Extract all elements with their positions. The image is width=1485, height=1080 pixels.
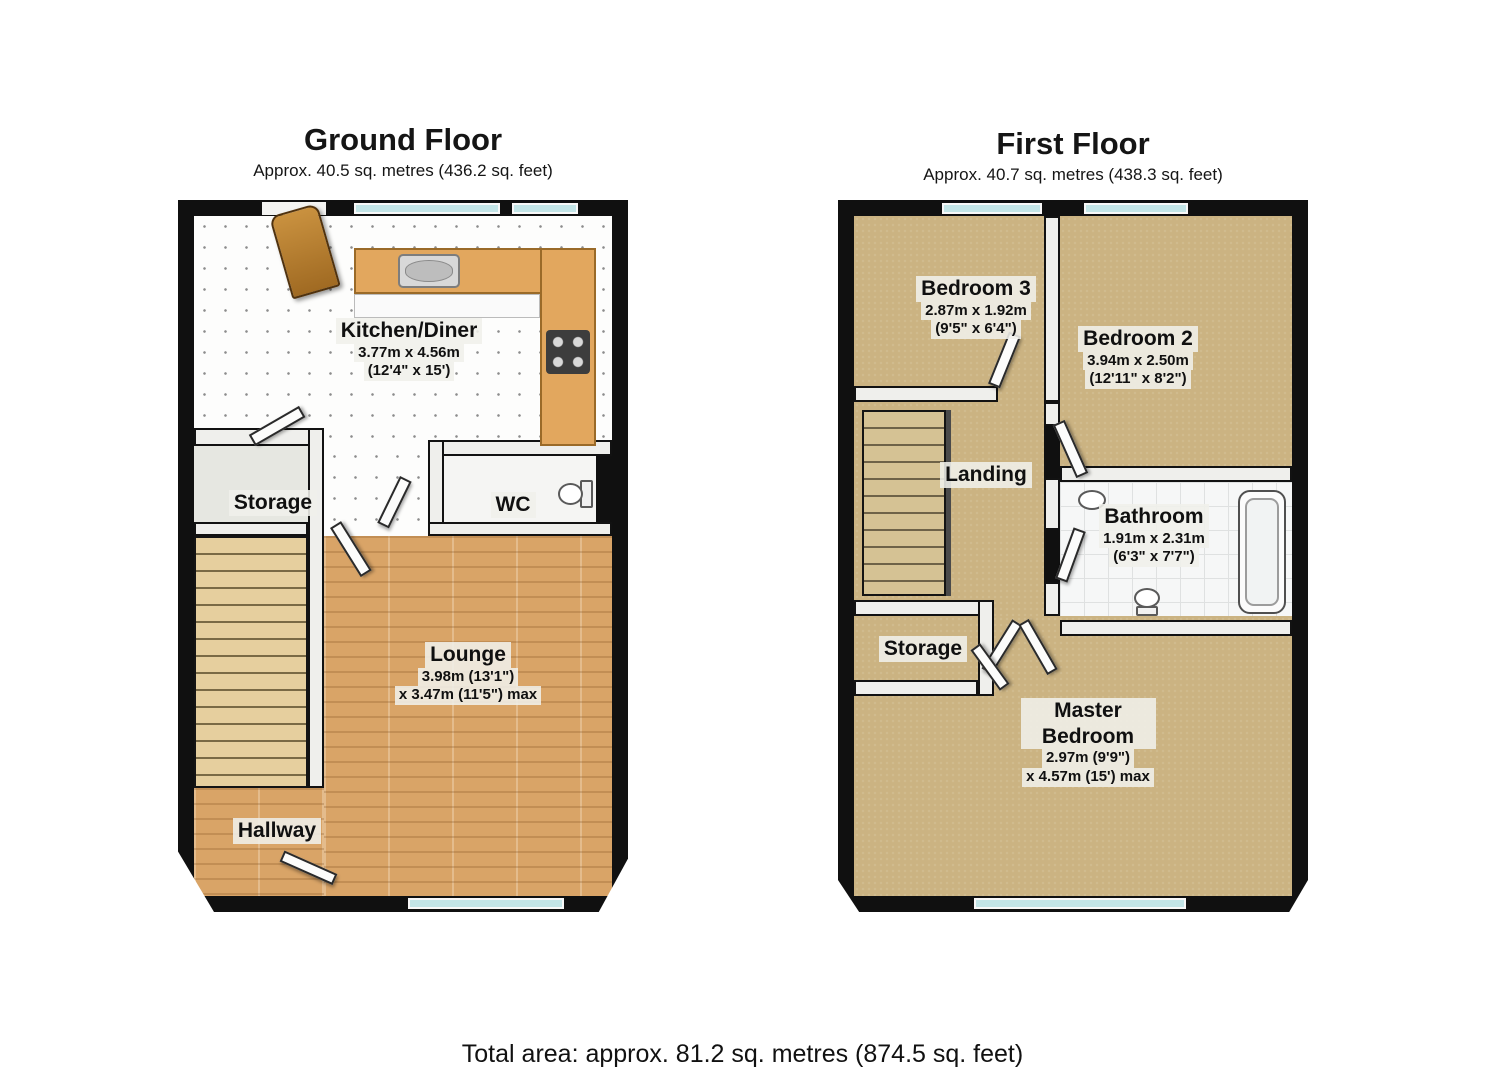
basin-symbol [1078,490,1106,510]
stairs-ground [194,536,308,788]
landing-label: Landing [916,462,1056,488]
bedroom-3-window [942,203,1042,214]
kitchen-cabinets [354,294,540,318]
bathtub-symbol [1238,490,1286,614]
interior-wall [854,386,998,402]
bathroom-name: Bathroom [1099,504,1209,530]
bedroom-3-name: Bedroom 3 [916,276,1036,302]
bedroom-2-window [1084,203,1188,214]
first-floor-subtitle: Approx. 40.7 sq. metres (438.3 sq. feet) [923,165,1223,184]
lounge-window [408,898,564,909]
master-bedroom-label: Master Bedroom 2.97m (9'9") x 4.57m (15'… [978,698,1198,787]
interior-wall [1044,478,1060,530]
kitchen-window [354,203,500,214]
interior-wall [1060,620,1292,636]
toilet-symbol-first [1134,588,1160,608]
master-bedroom-window [974,898,1186,909]
bathtub-inner [1245,498,1279,606]
lounge-name: Lounge [425,642,511,668]
bathroom-label: Bathroom 1.91m x 2.31m (6'3" x 7'7") [1064,504,1244,568]
storage-ground-label: Storage [208,490,338,516]
kitchen-window-right [512,203,578,214]
landing-name: Landing [940,462,1032,488]
lounge-dims-imperial: x 3.47m (11'5") max [394,686,542,706]
toilet-symbol [558,483,583,505]
toilet-cistern-symbol-first [1136,606,1158,616]
interior-wall [854,600,994,616]
stairs-first [862,410,946,596]
hallway-label: Hallway [212,818,342,844]
interior-wall [1060,466,1292,482]
wc-label: WC [468,492,558,518]
interior-wall [1044,582,1060,616]
sink-basin [405,260,453,282]
bedroom-3-dims-imperial: (9'5" x 6'4") [931,320,1021,340]
hallway-name: Hallway [232,818,322,844]
interior-wall [1044,216,1060,402]
stair-rail [946,410,951,596]
bathroom-dims-imperial: (6'3" x 7'7") [1109,548,1199,568]
kitchen-diner-dims-imperial: (12'4" x 15') [363,362,455,382]
ground-floor-plan: Kitchen/Diner 3.77m x 4.56m (12'4" x 15'… [178,200,628,912]
first-floor-title: First Floor [996,126,1150,161]
lounge-dims-metric: 3.98m (13'1") [417,667,519,687]
kitchen-passage-floor [324,446,428,536]
total-area-text: Total area: approx. 81.2 sq. metres (874… [461,1040,1024,1068]
kitchen-diner-label: Kitchen/Diner 3.77m x 4.56m (12'4" x 15'… [294,318,524,382]
bedroom-2-dims-metric: 3.94m x 2.50m [1083,351,1193,371]
kitchen-diner-name: Kitchen/Diner [335,318,483,344]
kitchen-diner-dims-metric: 3.77m x 4.56m [354,343,464,363]
master-bedroom-dims-metric: 2.97m (9'9") [1041,749,1135,768]
ground-floor-title: Ground Floor [303,122,503,157]
hob-symbol [546,330,590,374]
bedroom-2-dims-imperial: (12'11" x 8'2") [1085,370,1191,390]
bedroom-3-dims-metric: 2.87m x 1.92m [921,301,1031,321]
interior-wall [1044,402,1060,426]
lounge-label: Lounge 3.98m (13'1") x 3.47m (11'5") max [348,642,588,706]
storage-first-label: Storage [868,636,978,662]
master-bedroom-dims-imperial: x 4.57m (15') max [1022,767,1154,787]
bedroom-2-name: Bedroom 2 [1078,326,1198,352]
bathroom-dims-metric: 1.91m x 2.31m [1099,529,1209,549]
storage-first-name: Storage [878,636,968,662]
bedroom-2-label: Bedroom 2 3.94m x 2.50m (12'11" x 8'2") [1048,326,1228,390]
sink-symbol [398,254,460,288]
first-floor-plan: Bedroom 3 2.87m x 1.92m (9'5" x 6'4") Be… [838,200,1308,912]
interior-wall [428,522,612,536]
ground-floor-subtitle: Approx. 40.5 sq. metres (436.2 sq. feet) [253,161,553,180]
storage-ground-name: Storage [228,490,318,516]
master-bedroom-name: Master Bedroom [1020,698,1156,750]
bedroom-3-label: Bedroom 3 2.87m x 1.92m (9'5" x 6'4") [886,276,1066,340]
room-lounge [324,536,612,896]
interior-wall [194,522,308,536]
interior-wall [308,428,324,788]
interior-wall [854,680,978,696]
wc-name: WC [490,492,536,518]
